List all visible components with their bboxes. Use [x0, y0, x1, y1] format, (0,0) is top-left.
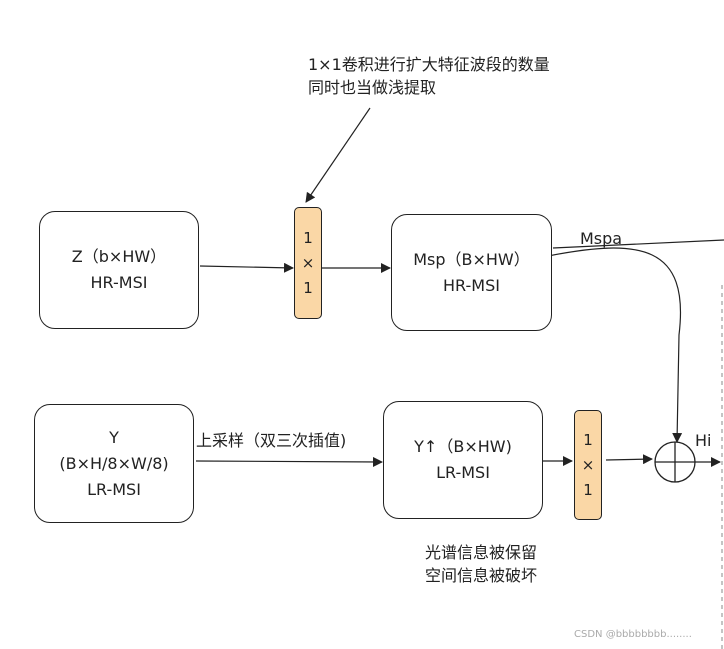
box-yup-line1: Y↑（B×HW): [414, 437, 512, 456]
box-y-line2: (B×H/8×W/8): [59, 453, 169, 473]
box-yup-lr-msi: Y↑（B×HW) LR-MSI: [383, 401, 543, 519]
annotation-top-line2: 同时也当做浅提取: [308, 78, 437, 97]
box-z-line1: Z（b×HW）: [71, 247, 167, 266]
box-yup-line2: LR-MSI: [436, 463, 490, 482]
conv-top-line3: 1: [303, 278, 313, 297]
arrow-msp-to-plus: [547, 247, 683, 443]
box-msp-hr-msi: Msp（B×HW） HR-MSI: [391, 214, 552, 331]
arrow-z-to-conv: [199, 262, 294, 273]
annotation-top: 1×1卷积进行扩大特征波段的数量 同时也当做浅提取: [308, 53, 550, 99]
add-operator-icon: [654, 441, 696, 483]
annotation-bottom-line2: 空间信息被破坏: [425, 566, 538, 585]
label-upsample: 上采样（双三次插值): [196, 431, 347, 450]
arrow-y-to-yup: [195, 456, 383, 467]
conv-1x1-bottom: 1 × 1: [574, 410, 602, 520]
arrow-conv-to-plus: [605, 454, 653, 465]
box-msp-line1: Msp（B×HW）: [413, 249, 530, 269]
conv-bottom-line1: 1: [583, 430, 593, 449]
conv-top-line2: ×: [301, 253, 315, 272]
conv-top-line1: 1: [303, 228, 313, 247]
box-z-line2: HR-MSI: [90, 273, 148, 292]
watermark: CSDN @bbbbbbbb........: [574, 629, 692, 640]
box-msp-line2: HR-MSI: [443, 275, 500, 295]
annotation-arrow: [305, 107, 371, 203]
conv-bottom-line3: 1: [583, 480, 593, 499]
conv-1x1-top: 1 × 1: [294, 207, 322, 319]
conv-bottom-line2: ×: [581, 455, 595, 474]
box-y-lr-msi: Y (B×H/8×W/8) LR-MSI: [34, 404, 194, 523]
label-mspa: Mspa: [580, 229, 623, 248]
box-z-hr-msi: Z（b×HW） HR-MSI: [39, 211, 199, 329]
annotation-bottom-line1: 光谱信息被保留: [425, 543, 538, 562]
label-hi: Hi: [695, 431, 712, 450]
box-y-line1: Y: [109, 427, 119, 447]
annotation-bottom: 光谱信息被保留 空间信息被破坏: [425, 541, 537, 587]
box-y-line3: LR-MSI: [87, 479, 141, 499]
mspa-line: [552, 239, 724, 249]
annotation-top-line1: 1×1卷积进行扩大特征波段的数量: [308, 55, 550, 74]
